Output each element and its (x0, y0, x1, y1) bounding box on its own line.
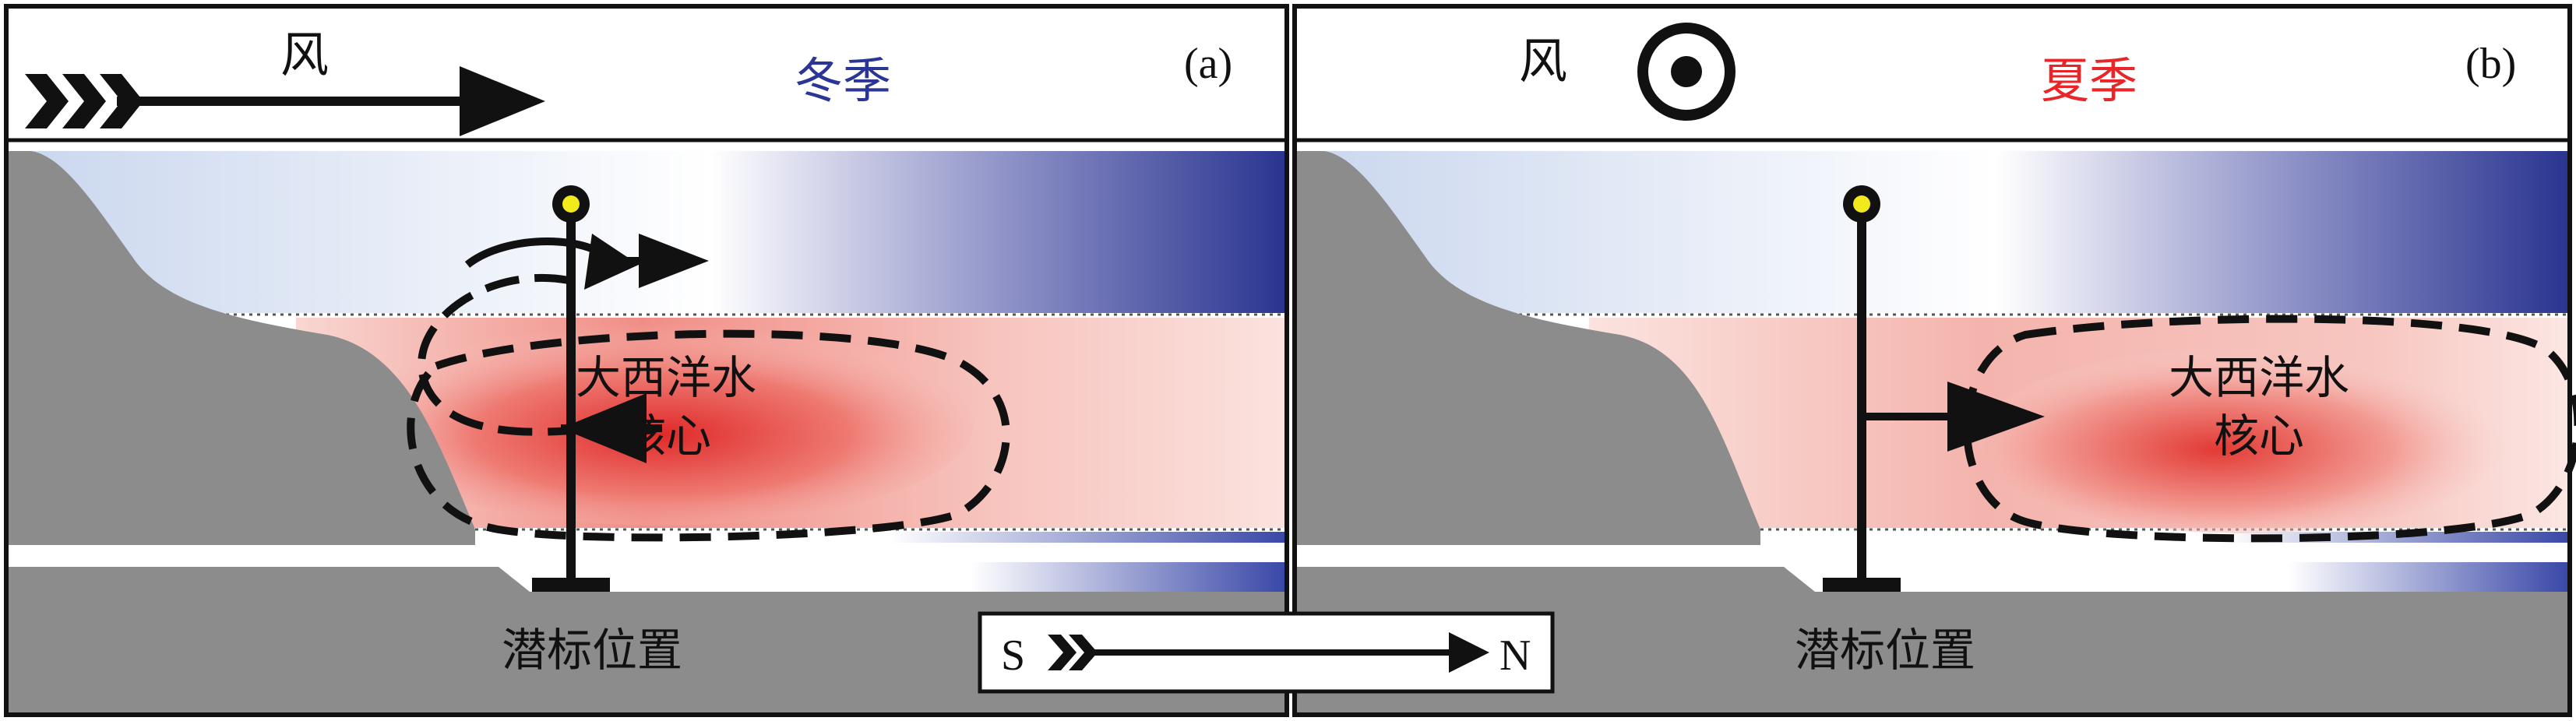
panel-b-surface-layer (1297, 151, 2567, 313)
panel-b: 风 夏季 (b) 大西洋水 核心 潜标位置 (1292, 4, 2576, 717)
panel-a-shelf-slope (9, 151, 475, 545)
panel-b-offshore-arrow-icon (1947, 382, 2045, 452)
panel-b-letter: (b) (2465, 40, 2516, 88)
panel-a-core-outline (407, 329, 1010, 542)
panel-b-core-fill (1979, 346, 2508, 533)
panel-a-return-arrow-icon (561, 393, 647, 463)
panel-a-seafloor (9, 567, 1284, 712)
panel-a-core-label-2: 核心 (621, 410, 711, 462)
panel-b-wind-label: 风 (1519, 33, 1567, 90)
panel-b-shelf-slope (1297, 151, 1760, 545)
panel-a-season: 冬季 (795, 52, 891, 109)
panel-a-eastward-arrow-icon (639, 234, 709, 288)
panel-a-surface-layer (9, 151, 1284, 313)
panel-b-seafloor (1297, 567, 2567, 712)
compass-arrow-icon (1449, 632, 1489, 673)
panel-b-mooring (1823, 185, 1901, 592)
panel-b-mooring-label: 潜标位置 (1795, 624, 1975, 677)
wind-arrow-right-icon (117, 66, 545, 136)
panel-a-circulation-loop (418, 273, 593, 436)
panel-b-core-outline (1963, 315, 2576, 543)
panel-a: 风 冬季 (a) (4, 4, 1289, 717)
compass-north: N (1499, 631, 1531, 680)
panel-b-core-label-2: 核心 (2214, 410, 2304, 462)
panel-a-letter: (a) (1184, 40, 1232, 88)
panel-a-mooring (532, 185, 610, 592)
panel-a-mooring-label: 潜标位置 (502, 624, 682, 677)
compass-south: S (1001, 631, 1025, 680)
panel-b-core-label-1: 大西洋水 (2169, 351, 2349, 404)
compass-legend: S N (978, 611, 1555, 694)
panel-b-season: 夏季 (2041, 52, 2137, 109)
panel-a-core-label-1: 大西洋水 (576, 351, 756, 404)
panel-a-wind-label: 风 (280, 26, 329, 83)
wind-out-of-page-icon (1637, 23, 1736, 121)
